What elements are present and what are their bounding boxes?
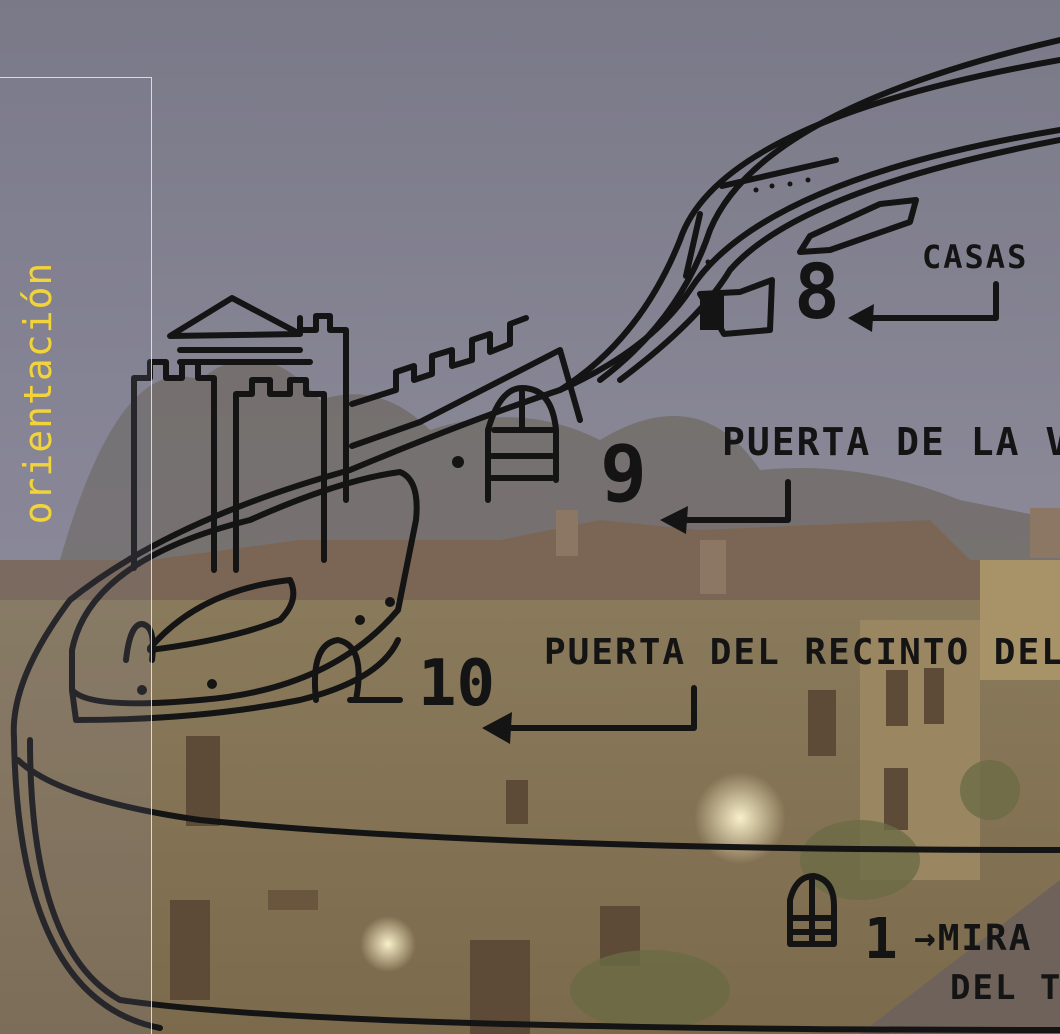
orientation-sidebar: orientación xyxy=(0,77,152,1034)
map-label-mirador-line2: DEL T xyxy=(950,968,1060,1008)
mirador-arrow-icon: → xyxy=(914,918,938,959)
map-label-mirador: →MIRA xyxy=(914,918,1032,959)
map-number-8: 8 xyxy=(794,247,840,336)
map-label-puerta-villa: PUERTA DE LA VI xyxy=(722,420,1060,464)
map-label-casas: CASAS xyxy=(922,238,1029,276)
map-number-9: 9 xyxy=(600,430,647,520)
mirador-label-line1: MIRA xyxy=(937,918,1033,959)
map-label-puerta-recinto: PUERTA DEL RECINTO DEL C xyxy=(544,632,1060,673)
sidebar-title: orientación xyxy=(16,261,60,525)
map-number-1: 1 xyxy=(864,907,898,972)
map-number-10: 10 xyxy=(418,647,496,721)
